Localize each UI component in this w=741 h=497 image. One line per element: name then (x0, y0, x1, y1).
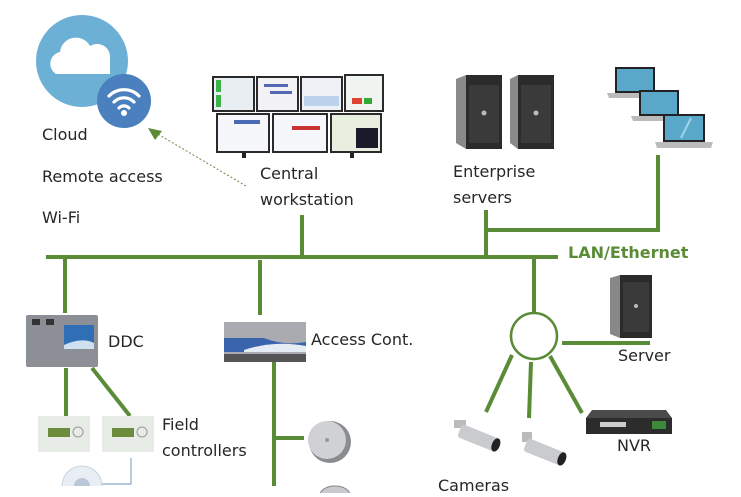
tower-server-icon (608, 274, 654, 340)
smart-lock-icon (306, 418, 352, 464)
bullet-camera-icon (516, 432, 568, 470)
round-sensor-icon (60, 462, 104, 497)
server-label: Server (618, 346, 671, 365)
smart-lock-icon (318, 478, 352, 497)
switch-camera-link-2 (527, 361, 533, 419)
field-controllers-label-line2: controllers (162, 441, 247, 460)
remote-access-arrow (155, 132, 247, 187)
enterprise-label-line2: servers (453, 188, 512, 207)
arrow-head-icon (148, 128, 162, 140)
field-controllers-label-line1: Field (162, 415, 199, 434)
access-controller-icon (224, 322, 306, 364)
switch-nvr-link (548, 355, 584, 414)
enterprise-label-line1: Enterprise (453, 162, 536, 181)
network-wires (46, 128, 660, 486)
field-controller-icon (102, 416, 154, 454)
wifi-label: Wi-Fi (42, 208, 81, 227)
network-switch-icon (509, 311, 559, 361)
switch-camera-link-1 (484, 354, 514, 413)
cameras-label: Cameras (438, 476, 510, 495)
field-controller-icon (38, 416, 90, 454)
remote-access-label: Remote access (42, 167, 163, 186)
multi-monitor-workstation-icon (212, 72, 384, 158)
field-sensor-link (102, 458, 132, 485)
workstation-label-line2: workstation (260, 190, 354, 209)
lan-ethernet-label: LAN/Ethernet (568, 243, 689, 262)
ddc-label: DDC (108, 332, 144, 351)
nvr-recorder-icon (586, 410, 672, 436)
cloud-label: Cloud (42, 125, 88, 144)
workstation-label-line1: Central (260, 164, 319, 183)
laptops-icon (605, 66, 713, 154)
ddc-field-link-2 (90, 366, 132, 418)
cloud-wifi-icon (34, 14, 154, 129)
bullet-camera-icon (450, 420, 502, 454)
tower-servers-icon (452, 73, 562, 151)
nvr-label: NVR (617, 436, 652, 455)
ddc-controller-icon (24, 315, 100, 369)
access-controller-label: Access Cont. (311, 330, 414, 349)
